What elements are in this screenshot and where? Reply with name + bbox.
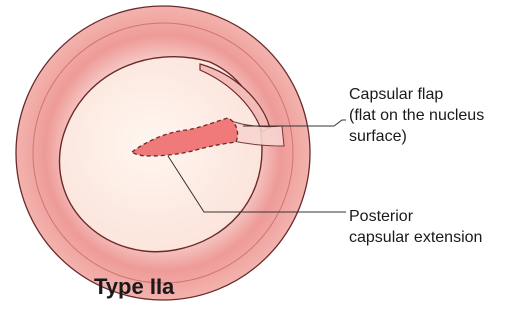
capsular-flap-label-line-2: (flat on the nucleus xyxy=(349,105,484,126)
capsular-flap-label-line-1: Capsular flap xyxy=(349,84,484,105)
posterior-extension-label-line-1: Posterior xyxy=(349,206,482,227)
posterior-extension-label: Posterior capsular extension xyxy=(349,206,482,248)
posterior-extension-label-line-2: capsular extension xyxy=(349,227,482,248)
capsular-flap-label-line-3: surface) xyxy=(349,126,484,147)
figure-caption: Type IIa xyxy=(94,274,174,300)
capsular-flap-label: Capsular flap (flat on the nucleus surfa… xyxy=(349,84,484,147)
